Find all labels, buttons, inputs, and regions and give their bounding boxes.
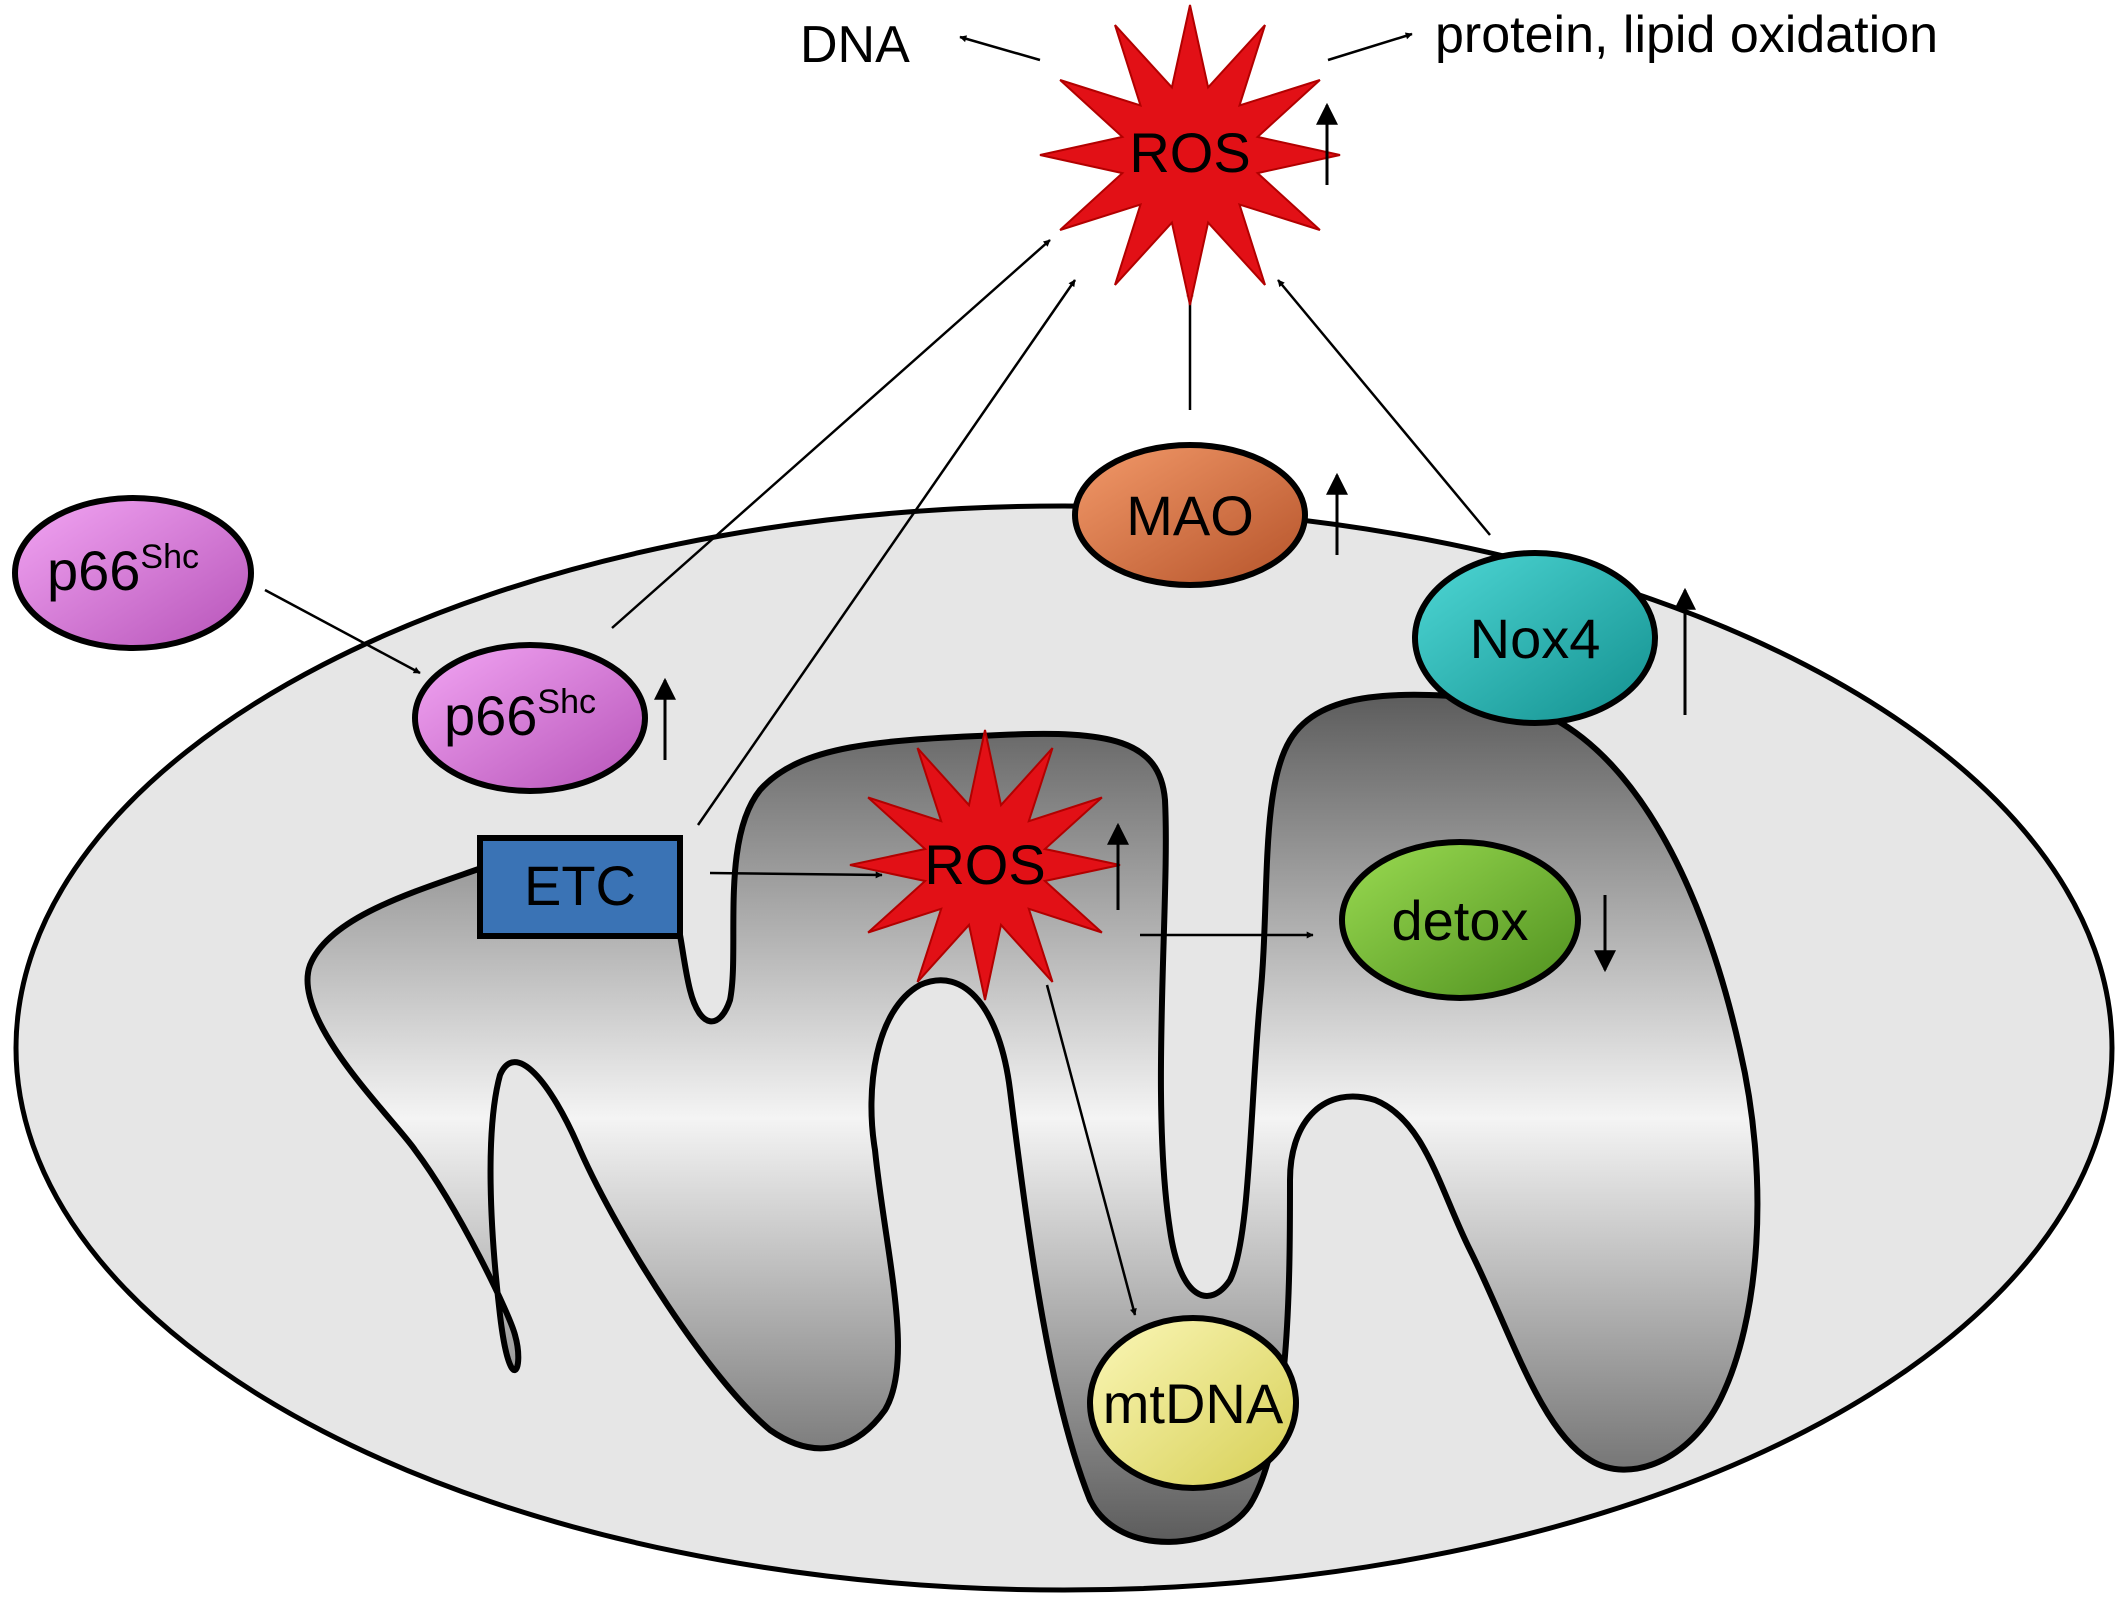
arrow-etc-to-ros [696,279,1077,826]
ros-inner-burst [849,729,1121,1001]
mtdna-node: mtDNA [1087,1315,1299,1491]
p66-outer-sup: Shc [140,538,199,576]
arrow-ros-to-dna [959,35,1041,62]
p66-inner-node: p66Shc [412,642,648,794]
etc-label: ETC [524,854,636,917]
mao-node: MAO [1072,442,1308,588]
mao-ellipse [1072,442,1308,588]
p66-inner-sup: Shc [537,683,596,721]
nox4-ellipse [1412,550,1658,726]
arrow-nox4-to-ros [1277,279,1491,536]
p66-outer-ellipse [12,495,254,651]
arrow-ros-to-mtdna [1045,984,1137,1316]
ros-top-burst [1039,4,1341,306]
protein-lipid-label: protein, lipid oxidation [1435,6,1938,64]
mtdna-ellipse [1087,1315,1299,1491]
arrow-etc-to-ros-inner [709,871,883,879]
p66-inner-label: p66Shc [444,683,596,747]
p66-inner-base: p66 [444,684,537,747]
ros-inner-node: ROS [849,729,1121,1001]
change-indicators [654,102,1696,973]
mao-label: MAO [1126,484,1254,547]
etc-node: ETC [477,835,683,939]
nox4-node: Nox4 [1412,550,1658,726]
ros-inner-label: ROS [924,833,1045,896]
ros-top-node: ROS [1039,4,1341,306]
p66-inner-ellipse [412,642,648,794]
ros-top-label: ROS [1129,121,1250,184]
p66-outer-label: p66Shc [47,538,199,602]
arrow-p66-to-ros [611,239,1051,629]
dna-label: DNA [800,16,910,74]
detox-label: detox [1392,889,1529,952]
p66-outer-base: p66 [47,539,140,602]
p66-outer-node: p66Shc [12,495,254,651]
arrow-ros-to-protein [1327,32,1413,62]
mtdna-label: mtDNA [1103,1372,1284,1435]
etc-box [477,835,683,939]
detox-node: detox [1339,839,1581,1001]
arrow-p66-outer-to-inner [264,588,421,675]
connectors [264,32,1491,1316]
detox-ellipse [1339,839,1581,1001]
nox4-label: Nox4 [1470,607,1601,670]
